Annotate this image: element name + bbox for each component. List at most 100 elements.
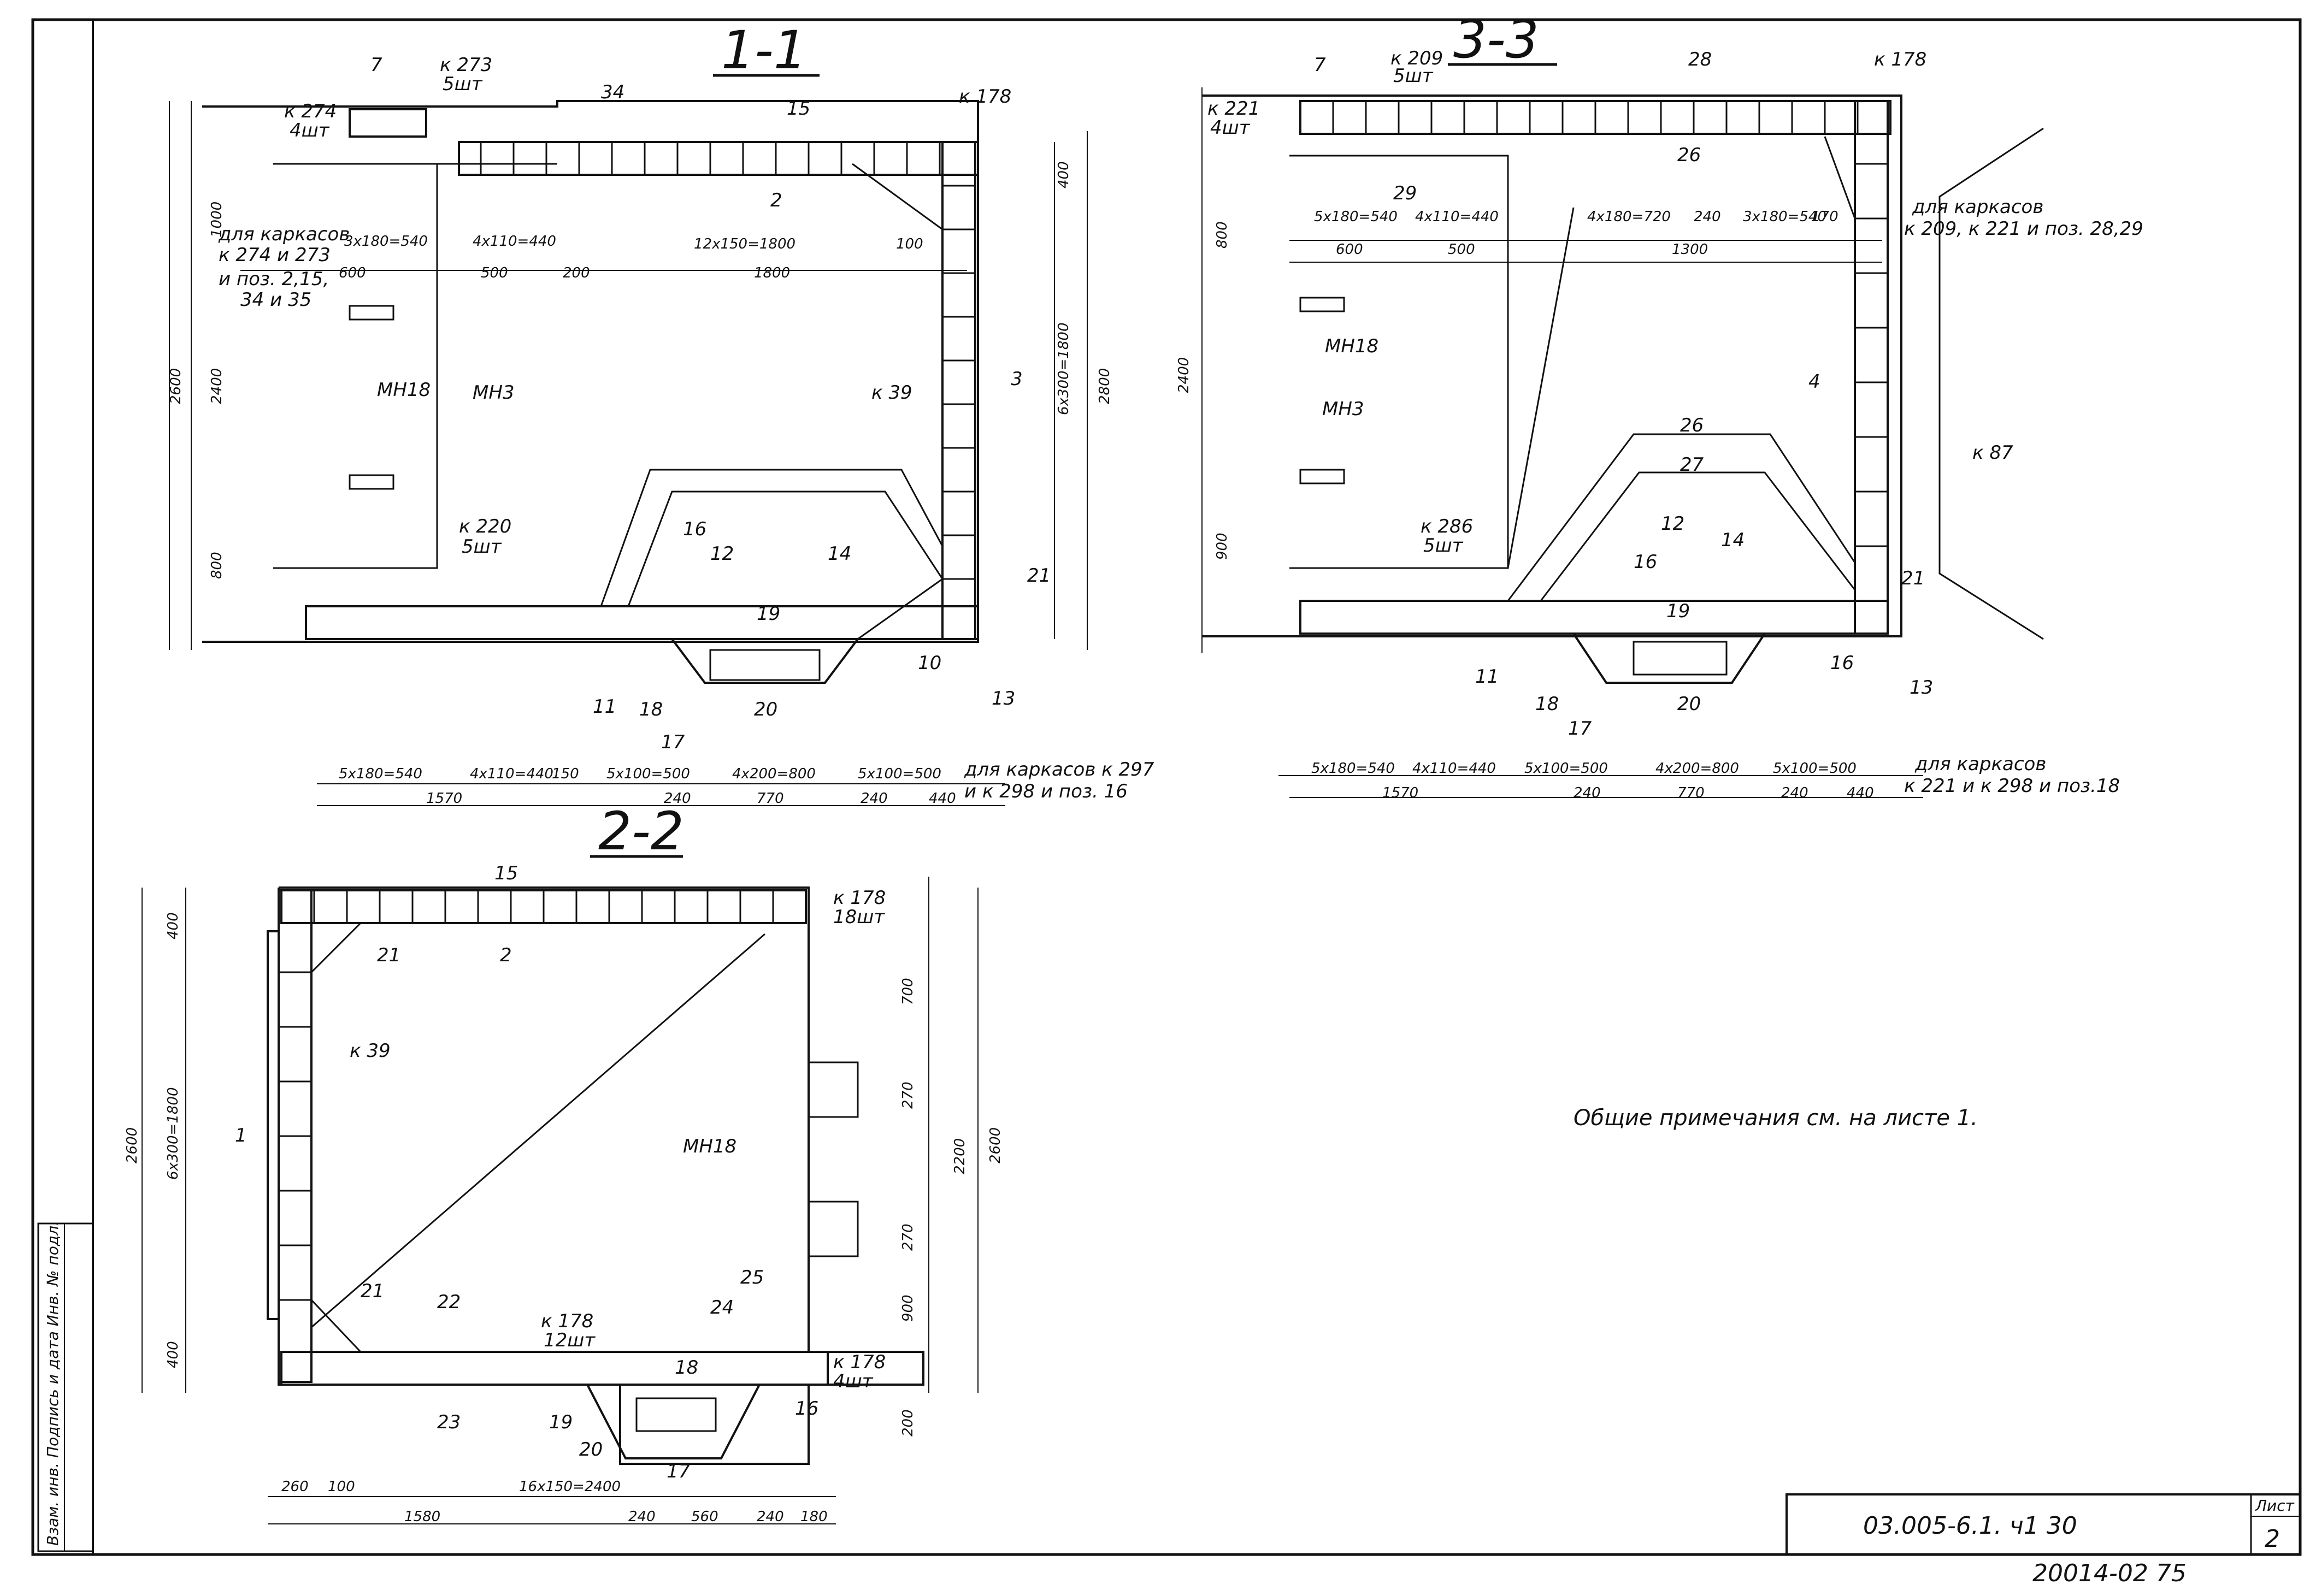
label-2-2-23: 23 bbox=[437, 1411, 461, 1433]
label-2-2-k178c: к 178 bbox=[833, 1351, 886, 1373]
label-3-3-5sht-b: 5шт bbox=[1423, 535, 1464, 557]
label-2-2-18sht: 18шт bbox=[833, 906, 885, 928]
section-3-3: 3-3 bbox=[1176, 9, 2143, 801]
label-1-1-k298: и к 298 и поз. 16 bbox=[964, 781, 1128, 802]
label-1-1-14: 14 bbox=[828, 543, 851, 565]
label-3-3-k221-k298: к 221 и к 298 и поз.18 bbox=[1904, 775, 2120, 797]
label-1-1-dlya-k297: для каркасов к 297 bbox=[964, 759, 1154, 781]
label-1-1-2a: 2 bbox=[770, 190, 782, 211]
side-stamp-box bbox=[37, 1222, 94, 1552]
label-2-2-mn18: МН18 bbox=[683, 1136, 736, 1157]
label-1-1-poz: и поз. 2,15, bbox=[219, 268, 329, 290]
dim-2-2-2600b: 2600 bbox=[987, 1127, 1004, 1163]
label-1-1-10: 10 bbox=[918, 652, 941, 674]
label-1-1-4sht: 4шт bbox=[290, 120, 330, 141]
dim-1-1-400a: 400 bbox=[1056, 161, 1072, 188]
dim-1-1-12x150: 12x150=1800 bbox=[694, 236, 795, 252]
dim-1-1-240: 240 bbox=[664, 790, 691, 807]
dim-2-2-700: 700 bbox=[900, 978, 916, 1005]
dim-3-3-900: 900 bbox=[1214, 533, 1230, 560]
dim-3-3-240: 240 bbox=[1694, 209, 1721, 225]
label-3-3-20: 20 bbox=[1677, 693, 1701, 715]
dim-2-2-2600a: 2600 bbox=[124, 1127, 140, 1163]
dim-1-1-1000: 1000 bbox=[209, 202, 225, 238]
dim-1-1-770: 770 bbox=[757, 790, 784, 807]
label-2-2-12sht: 12шт bbox=[544, 1329, 596, 1351]
label-2-2-15: 15 bbox=[494, 862, 518, 884]
label-2-2-22: 22 bbox=[437, 1291, 461, 1313]
dim-2-2-240b: 240 bbox=[757, 1509, 784, 1525]
title-block-sheet-number: 2 bbox=[2265, 1525, 2280, 1553]
dim-2-2-6x300: 6x300=1800 bbox=[165, 1087, 181, 1180]
dim-1-1-6x300: 6x300=1800 bbox=[1056, 322, 1072, 415]
label-1-1-13: 13 bbox=[992, 688, 1015, 710]
title-block-code: 03.005-6.1. ч1 30 bbox=[1863, 1512, 2077, 1540]
label-2-2-17: 17 bbox=[667, 1461, 691, 1482]
dim-2-2-2200: 2200 bbox=[952, 1138, 968, 1174]
dim-2-2-100: 100 bbox=[328, 1479, 355, 1495]
dim-1-1-2600: 2600 bbox=[168, 368, 184, 404]
dim-1-1-4x110b: 4x110=440 bbox=[470, 766, 553, 782]
dim-3-3-440: 440 bbox=[1847, 785, 1874, 801]
dim-1-1-1570: 1570 bbox=[426, 790, 462, 807]
label-2-2-18: 18 bbox=[675, 1357, 698, 1379]
label-3-3-k87: к 87 bbox=[1972, 442, 2013, 464]
bottom-code: 20014-02 75 bbox=[2032, 1559, 2187, 1587]
dim-3-3-240c: 240 bbox=[1781, 785, 1808, 801]
label-1-1-12: 12 bbox=[710, 543, 734, 565]
dim-3-3-4x110: 4x110=440 bbox=[1415, 209, 1499, 225]
label-3-3-14: 14 bbox=[1721, 529, 1745, 551]
label-3-3-17: 17 bbox=[1568, 718, 1592, 740]
label-1-1-11: 11 bbox=[593, 696, 616, 718]
label-3-3-28: 28 bbox=[1688, 49, 1712, 70]
label-1-1-21: 21 bbox=[1027, 565, 1051, 587]
dim-3-3-4x180: 4x180=720 bbox=[1587, 209, 1671, 225]
label-1-1-k274-273: к 274 и 273 bbox=[219, 244, 331, 266]
label-2-2-16: 16 bbox=[795, 1398, 818, 1420]
label-3-3-16b: 16 bbox=[1830, 652, 1854, 674]
label-1-1-k39: к 39 bbox=[871, 382, 912, 404]
label-3-3-11: 11 bbox=[1475, 666, 1499, 688]
label-3-3-26a: 26 bbox=[1677, 144, 1701, 166]
dim-3-3-5x180b: 5x180=540 bbox=[1311, 760, 1395, 777]
general-notes: Общие примечания см. на листе 1. bbox=[1574, 1106, 1978, 1131]
dim-2-2-270b: 270 bbox=[900, 1223, 916, 1251]
label-1-1-15: 15 bbox=[787, 98, 810, 120]
dim-2-2-400b: 400 bbox=[165, 1341, 181, 1368]
label-3-3-12: 12 bbox=[1661, 513, 1684, 535]
dim-3-3-500: 500 bbox=[1448, 241, 1475, 258]
dim-3-3-2400: 2400 bbox=[1176, 357, 1192, 393]
label-3-3-k221: к 221 bbox=[1207, 98, 1260, 120]
label-3-3-4sht: 4шт bbox=[1210, 117, 1251, 139]
label-1-1-17: 17 bbox=[661, 731, 685, 753]
dim-2-2-180: 180 bbox=[800, 1509, 828, 1525]
label-1-1-dlya: для каркасов bbox=[218, 223, 350, 245]
label-2-2-25: 25 bbox=[740, 1267, 764, 1288]
dim-3-3-4x110b: 4x110=440 bbox=[1412, 760, 1496, 777]
dim-1-1-5x100b: 5x100=500 bbox=[858, 766, 941, 782]
dim-1-1-2800: 2800 bbox=[1097, 368, 1113, 404]
dim-1-1-500: 500 bbox=[481, 265, 508, 281]
dim-2-2-560: 560 bbox=[691, 1509, 718, 1525]
dim-2-2-270a: 270 bbox=[900, 1081, 916, 1109]
dim-1-1-4x200: 4x200=800 bbox=[732, 766, 816, 782]
label-2-2-k178b: к 178 bbox=[541, 1310, 593, 1332]
dim-3-3-240b: 240 bbox=[1574, 785, 1601, 801]
dim-3-3-770: 770 bbox=[1677, 785, 1705, 801]
label-2-2-20: 20 bbox=[579, 1439, 603, 1461]
dim-3-3-5x100: 5x100=500 bbox=[1524, 760, 1608, 777]
label-1-1-5sht-b: 5шт bbox=[462, 536, 502, 558]
label-2-2-24: 24 bbox=[710, 1297, 734, 1319]
section-2-2: 2-2 bbox=[124, 801, 1004, 1525]
label-2-2-21a: 21 bbox=[377, 944, 400, 966]
section-title-1-1: 1-1 bbox=[721, 20, 807, 81]
label-1-1-k178: к 178 bbox=[959, 86, 1011, 108]
dim-3-3-1300: 1300 bbox=[1672, 241, 1708, 258]
dim-1-1-150: 150 bbox=[552, 766, 579, 782]
dim-3-3-1570: 1570 bbox=[1382, 785, 1418, 801]
dim-1-1-800: 800 bbox=[209, 552, 225, 579]
dim-2-2-240a: 240 bbox=[628, 1509, 656, 1525]
label-3-3-13: 13 bbox=[1910, 677, 1933, 699]
dim-1-1-440: 440 bbox=[929, 790, 956, 807]
